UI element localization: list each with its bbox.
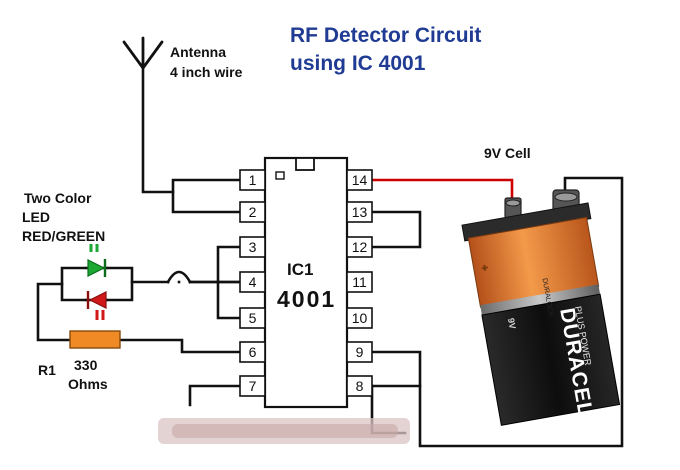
wire-crossover	[166, 270, 192, 284]
right-pin-box	[346, 341, 373, 363]
led-label-line2: LED	[22, 209, 50, 225]
right-pin-number: 10	[352, 310, 368, 326]
left-pin-number: 5	[249, 310, 257, 326]
left-pin-box	[239, 375, 266, 397]
resistor-to-pin6-wire	[118, 338, 242, 354]
antenna-wire	[141, 66, 242, 194]
battery-plus-mark	[481, 264, 488, 271]
left-pin-number: 1	[249, 172, 257, 188]
led-to-resistor-wire	[36, 282, 72, 342]
ic-4001: IC1 4001	[263, 156, 349, 409]
right-pin-number: 8	[356, 378, 364, 394]
left-pin-number: 3	[249, 239, 257, 255]
battery-black-body	[481, 293, 621, 426]
resistor-value: 330	[74, 357, 98, 373]
battery-band	[480, 284, 601, 316]
left-pin-box	[239, 307, 266, 329]
antenna-sublabel: 4 inch wire	[170, 64, 243, 80]
ic-part-number: 4001	[277, 286, 336, 312]
antenna-label: Antenna	[170, 44, 226, 60]
wires	[36, 66, 624, 448]
left-pin-box	[239, 201, 266, 223]
led-green	[85, 244, 108, 277]
resistor-ref: R1	[38, 362, 56, 378]
pin9-pin8-wire	[370, 350, 422, 388]
pin13-pin12-wire	[370, 210, 422, 249]
ic-notch	[295, 157, 315, 171]
ic-pin1-dot	[275, 171, 285, 180]
left-pin-number: 4	[249, 274, 257, 290]
left-pin-box	[239, 236, 266, 258]
right-pin-number: 9	[356, 344, 364, 360]
left-pin-box	[239, 169, 266, 191]
ic-body	[263, 156, 349, 409]
ic-ref: IC1	[287, 260, 313, 279]
right-ground-bus	[418, 176, 624, 448]
led-red-rays	[95, 310, 105, 320]
left-pin-number: 6	[249, 344, 257, 360]
antenna-symbol	[122, 36, 164, 70]
right-pin-box	[346, 236, 373, 258]
pin7-ground-wire	[188, 384, 242, 407]
left-pin-box	[239, 271, 266, 293]
diagram-title-line1: RF Detector Circuit	[290, 24, 481, 47]
led-red	[85, 291, 108, 320]
right-pin-number: 13	[352, 204, 368, 220]
battery-label: 9V Cell	[484, 145, 531, 161]
left-pin-number: 7	[249, 378, 257, 394]
resistor-unit: Ohms	[68, 376, 108, 392]
led-green-rays	[89, 244, 99, 252]
led-bracket-wire	[60, 266, 134, 302]
left-pin-box	[239, 341, 266, 363]
right-pin-number: 14	[352, 172, 368, 188]
led-green-triangle	[87, 259, 106, 277]
battery-size: 9V	[506, 317, 518, 330]
right-pin-box	[346, 201, 373, 223]
left-pin-number: 2	[249, 204, 257, 220]
led-red-triangle	[88, 291, 107, 309]
right-pin-box	[346, 169, 373, 191]
pin1-pin2-link	[171, 190, 242, 214]
right-pin-box	[346, 307, 373, 329]
resistor-r1	[69, 330, 121, 349]
ic-pins: 1 14 2 13 3 12 4 11 5 10 6 9 7 8	[239, 169, 373, 397]
right-pin-box	[346, 271, 373, 293]
right-pin-number: 12	[352, 239, 368, 255]
right-pin-box	[346, 375, 373, 397]
led-label-line3: RED/GREEN	[22, 228, 105, 244]
battery-9v: DURALOCK DURACELL PLUS POWER 9V	[461, 189, 621, 432]
right-pin-number: 11	[352, 274, 367, 290]
diagram-title-line2: using IC 4001	[290, 52, 426, 75]
led-label-line1: Two Color	[24, 190, 92, 206]
supply-wire	[372, 178, 514, 204]
